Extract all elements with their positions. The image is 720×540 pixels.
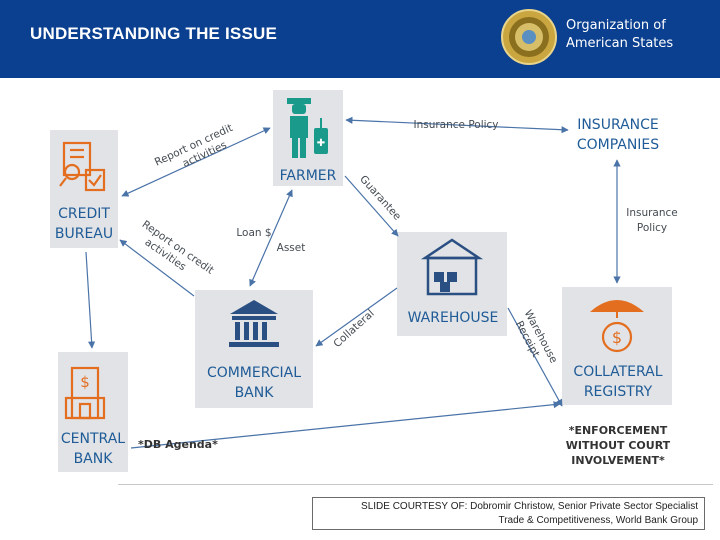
- arrow-warehouse-registry: [507, 307, 563, 407]
- page-title: UNDERSTANDING THE ISSUE: [30, 24, 278, 43]
- central-bank-label-1: CENTRAL: [61, 431, 125, 447]
- logo-text-line1: Organization of: [566, 18, 666, 33]
- credit-bureau-label-2: BUREAU: [55, 226, 113, 242]
- umbrella-dollar-icon: $: [590, 300, 644, 353]
- arrow-bank-creditbureau: [119, 239, 195, 297]
- svg-text:$: $: [612, 328, 622, 347]
- insurance-policy-right-label-2: Policy: [637, 222, 667, 234]
- credit-report-icon: [59, 141, 106, 192]
- warehouse-label: WAREHOUSE: [408, 310, 499, 326]
- db-agenda-label: *DB Agenda*: [138, 438, 218, 451]
- stakeholder-diagram: ✚ $ $ FARMER CREDIT BURE: [50, 90, 678, 472]
- farmer-icon: ✚: [287, 98, 328, 158]
- arrow-creditbureau-centralbank: [85, 251, 96, 349]
- central-bank-label-2: BANK: [74, 451, 114, 467]
- insurance-companies-label-1: INSURANCE: [577, 117, 659, 133]
- credit-line-2: Trade & Competitiveness, World Bank Grou…: [498, 515, 698, 526]
- slide-credit-box: SLIDE COURTESY OF: Dobromir Christow, Se…: [312, 497, 705, 530]
- arrow-farmer-warehouse: [344, 175, 399, 237]
- insurance-policy-right-label-1: Insurance: [626, 207, 678, 219]
- farmer-label: FARMER: [280, 168, 337, 184]
- arrow-warehouse-bank: [315, 287, 398, 347]
- arrow-centralbank-registry: [130, 401, 561, 449]
- logo-text-line2: American States: [566, 36, 674, 51]
- header-bar: UNDERSTANDING THE ISSUE Organization of …: [0, 0, 720, 78]
- warehouse-box: [397, 232, 507, 336]
- loan-label: Loan $: [236, 227, 271, 239]
- arrow-farmer-creditbureau: [121, 127, 271, 197]
- credit-line-1: SLIDE COURTESY OF: Dobromir Christow, Se…: [361, 501, 698, 512]
- svg-text:✚: ✚: [317, 138, 325, 149]
- collateral-registry-label-2: REGISTRY: [584, 384, 653, 400]
- oas-seal-logo: [501, 9, 557, 65]
- enforcement-label-2: WITHOUT COURT: [566, 439, 671, 452]
- enforcement-label-1: *ENFORCEMENT: [569, 424, 668, 437]
- footer-divider: [118, 484, 713, 485]
- asset-label: Asset: [277, 242, 306, 254]
- collateral-label: Collateral: [331, 307, 376, 350]
- enforcement-label-3: INVOLVEMENT*: [571, 454, 665, 467]
- central-bank-building-icon: $: [64, 366, 106, 420]
- warehouse-icon: [420, 238, 484, 296]
- commercial-bank-label-2: BANK: [235, 385, 275, 401]
- bank-building-icon: [229, 300, 279, 347]
- svg-text:$: $: [80, 373, 90, 391]
- insurance-companies-label-2: COMPANIES: [577, 137, 659, 153]
- collateral-registry-label-1: COLLATERAL: [573, 364, 662, 380]
- central-bank-box: [58, 352, 128, 472]
- oas-logo-text: Organization of American States: [566, 17, 673, 53]
- commercial-bank-label-1: COMMERCIAL: [207, 365, 301, 381]
- arrow-farmer-bank: [249, 189, 293, 287]
- credit-bureau-label-1: CREDIT: [58, 206, 110, 222]
- arrow-farmer-insurance: [345, 116, 569, 134]
- insurance-policy-top-label: Insurance Policy: [413, 119, 498, 131]
